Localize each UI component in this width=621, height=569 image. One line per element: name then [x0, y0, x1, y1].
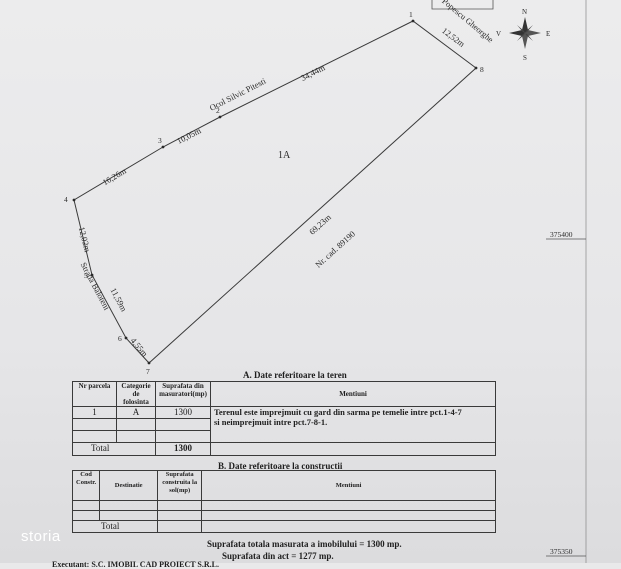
vertex-marker	[90, 273, 94, 277]
compass-north-arrow-icon	[522, 17, 528, 33]
total-label: Total	[71, 520, 159, 533]
table-row	[71, 510, 496, 521]
compass-east-label: E	[546, 30, 550, 38]
vertex-marker	[474, 66, 478, 70]
frame-corner	[431, 0, 494, 10]
table-cell: 1300	[155, 406, 211, 419]
mentiuni-line: si neimprejmuit intre pct.7-8-1.	[214, 417, 328, 427]
compass-se-icon	[525, 33, 533, 41]
distance-label: 4,55m	[129, 336, 151, 359]
distance-label: 69,23m	[307, 212, 333, 237]
table-row	[71, 500, 496, 511]
compass-west-arrow-icon	[509, 30, 525, 36]
table-total-row: Total 1300	[72, 442, 496, 456]
compass-rose	[509, 17, 541, 49]
column-header: Categorie de folosinta	[116, 381, 156, 407]
neighbor-label: Strada Baloteni	[79, 260, 113, 312]
vertex-label: 5	[84, 271, 88, 280]
distance-label: 16,26m	[101, 165, 129, 187]
act-area-note: Suprafata din act = 1277 mp.	[222, 551, 334, 561]
table-cell-mentiuni: Terenul este imprejmuit cu gard din sarm…	[210, 406, 496, 443]
land-table-header-row: Nr parcela Categorie de folosinta Supraf…	[72, 381, 496, 407]
distance-label: 10,05m	[175, 125, 203, 146]
distance-label: 11,59m	[108, 286, 129, 313]
mentiuni-line: Terenul este imprejmuit cu gard din sarm…	[214, 407, 462, 417]
vertex-label: 6	[118, 334, 122, 343]
constructions-table: Cod Constr. Destinatie Suprafata constru…	[71, 470, 496, 533]
vertex-marker	[411, 19, 415, 23]
compass-nw-icon	[517, 25, 525, 33]
distance-label: 34,44m	[299, 62, 327, 83]
vertex-marker	[161, 145, 165, 149]
vertex-label: 1	[409, 10, 413, 19]
compass-sw-icon	[517, 33, 525, 41]
compass-east-arrow-icon	[525, 30, 541, 36]
table-cell: A	[116, 406, 156, 419]
storia-watermark: storia	[21, 528, 61, 545]
column-header: Destinatie	[99, 470, 159, 501]
compass-north-label: N	[522, 8, 527, 16]
compass-south-label: S	[523, 54, 527, 62]
grid-coordinate-label: 375350	[550, 547, 573, 556]
table-total-row: Total	[71, 520, 496, 533]
parcel-label: 1A	[278, 150, 291, 161]
vertex-label: 3	[158, 136, 162, 145]
compass-west-label: V	[496, 30, 501, 38]
compass-south-arrow-icon	[522, 33, 528, 49]
column-header: Mentiuni	[210, 381, 496, 407]
vertex-label: 4	[64, 195, 68, 204]
total-area-note: Suprafata totala masurata a imobilului =…	[207, 539, 402, 549]
vertex-marker	[72, 198, 76, 202]
vertex-label: 8	[480, 65, 484, 74]
column-header: Mentiuni	[201, 470, 496, 501]
constructions-table-header-row: Cod Constr. Destinatie Suprafata constru…	[71, 470, 496, 501]
compass-ne-icon	[525, 25, 533, 33]
total-label: Total	[72, 442, 156, 456]
total-value: 1300	[155, 442, 211, 456]
column-header: Nr parcela	[72, 381, 117, 407]
table-row: 1 A 1300 Terenul este imprejmuit cu gard…	[72, 406, 496, 443]
grid-coordinate-label: 375400	[550, 230, 573, 239]
vertex-label: 7	[146, 367, 150, 376]
distance-label: 12,02m	[77, 226, 93, 254]
vertex-marker	[124, 336, 128, 340]
vertex-label: 2	[216, 106, 220, 115]
table-cell: 1	[72, 406, 117, 419]
parcel-vertices: 1 2 3 4 5 6 7 8	[64, 10, 484, 376]
column-header: Suprafata din masuratori(mp)	[155, 381, 211, 407]
neighbor-label: Ocol Silvic Pitesti	[208, 75, 268, 112]
vertex-marker	[218, 115, 222, 119]
vertex-marker	[147, 361, 151, 365]
section-b-title: B. Date referitoare la constructii	[218, 461, 343, 471]
land-table: Nr parcela Categorie de folosinta Supraf…	[72, 381, 496, 456]
distance-label: 12,52m	[440, 25, 467, 49]
parcel-boundary	[73, 20, 477, 364]
column-header: Suprafata construita la sol(mp)	[157, 470, 203, 501]
neighbor-label: Nr. cad. 89190	[313, 229, 357, 270]
section-a-title: A. Date referitoare la teren	[243, 370, 347, 380]
executant-note: Executant: S.C. IMOBIL CAD PROIECT S.R.L…	[52, 560, 219, 569]
column-header: Cod Constr.	[71, 470, 101, 501]
